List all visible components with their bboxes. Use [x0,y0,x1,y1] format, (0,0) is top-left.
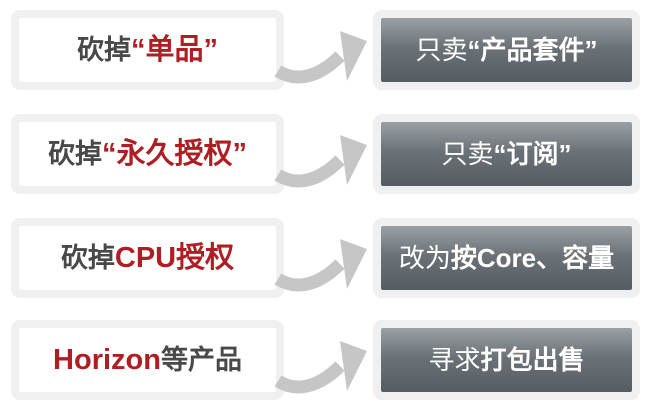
source-box-2-inner: 砍掉“永久授权” [19,122,276,186]
target-box-3-inner: 改为按Core、容量 [381,226,632,290]
source-box-1-inner: 砍掉“单品” [19,18,276,82]
target-text-emphasis: 按Core、容量 [450,243,615,273]
target-box-4-inner: 寻求打包出售 [381,328,632,392]
target-box-2: 只卖“订阅” [373,114,640,194]
curved-arrow-icon [274,31,367,84]
mapping-row-1: 砍掉“单品” 只卖“产品套件” [0,10,656,90]
target-text-prefix: 改为 [398,243,451,273]
source-text-emphasis: “单品” [130,33,218,66]
curved-arrow-icon [274,239,367,292]
target-box-2-inner: 只卖“订阅” [381,122,632,186]
target-box-1: 只卖“产品套件” [373,10,640,90]
mapping-row-2: 砍掉“永久授权” 只卖“订阅” [0,114,656,194]
target-text-prefix: 只卖 [415,35,468,65]
target-text-prefix: 寻求 [428,345,481,375]
source-text-suffix: 等产品 [160,344,242,375]
source-box-1: 砍掉“单品” [11,10,284,90]
source-text-prefix: 砍掉 [76,34,131,65]
target-box-3: 改为按Core、容量 [373,218,640,298]
target-text-emphasis: “产品套件” [467,35,598,65]
target-box-4: 寻求打包出售 [373,320,640,400]
target-text-emphasis: “订阅” [493,139,572,169]
curved-arrow-icon [274,341,367,394]
source-text-emphasis: “永久授权” [101,137,247,170]
source-text-emphasis: CPU授权 [114,241,235,274]
curved-arrow-icon [274,135,367,188]
target-text-prefix: 只卖 [441,139,494,169]
target-text-emphasis: 打包出售 [480,345,585,375]
source-text-prefix: 砍掉 [47,138,102,169]
source-text-prefix: 砍掉 [60,242,115,273]
source-text-emphasis: Horizon [53,343,161,376]
source-box-2: 砍掉“永久授权” [11,114,284,194]
target-box-1-inner: 只卖“产品套件” [381,18,632,82]
